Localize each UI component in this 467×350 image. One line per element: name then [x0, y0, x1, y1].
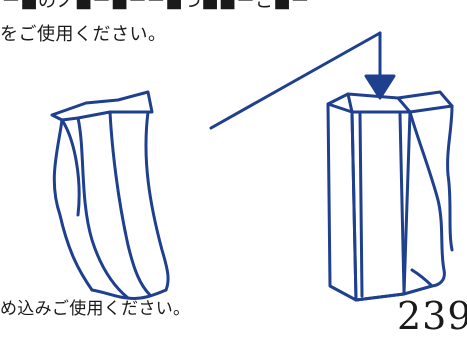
page-number: 239 [397, 294, 467, 338]
right-pouch-illustration [326, 90, 454, 302]
clipped-text-line: ー■のノ■ー■ーー■つ■■ーこ■ー [2, 0, 310, 12]
left-pouch-illustration [50, 90, 170, 300]
down-arrow-icon [364, 31, 396, 100]
instruction-text-bottom: め込みご使用ください。 [0, 299, 191, 319]
pointer-line [209, 31, 382, 130]
instruction-text-top: をご使用ください。 [0, 24, 167, 45]
